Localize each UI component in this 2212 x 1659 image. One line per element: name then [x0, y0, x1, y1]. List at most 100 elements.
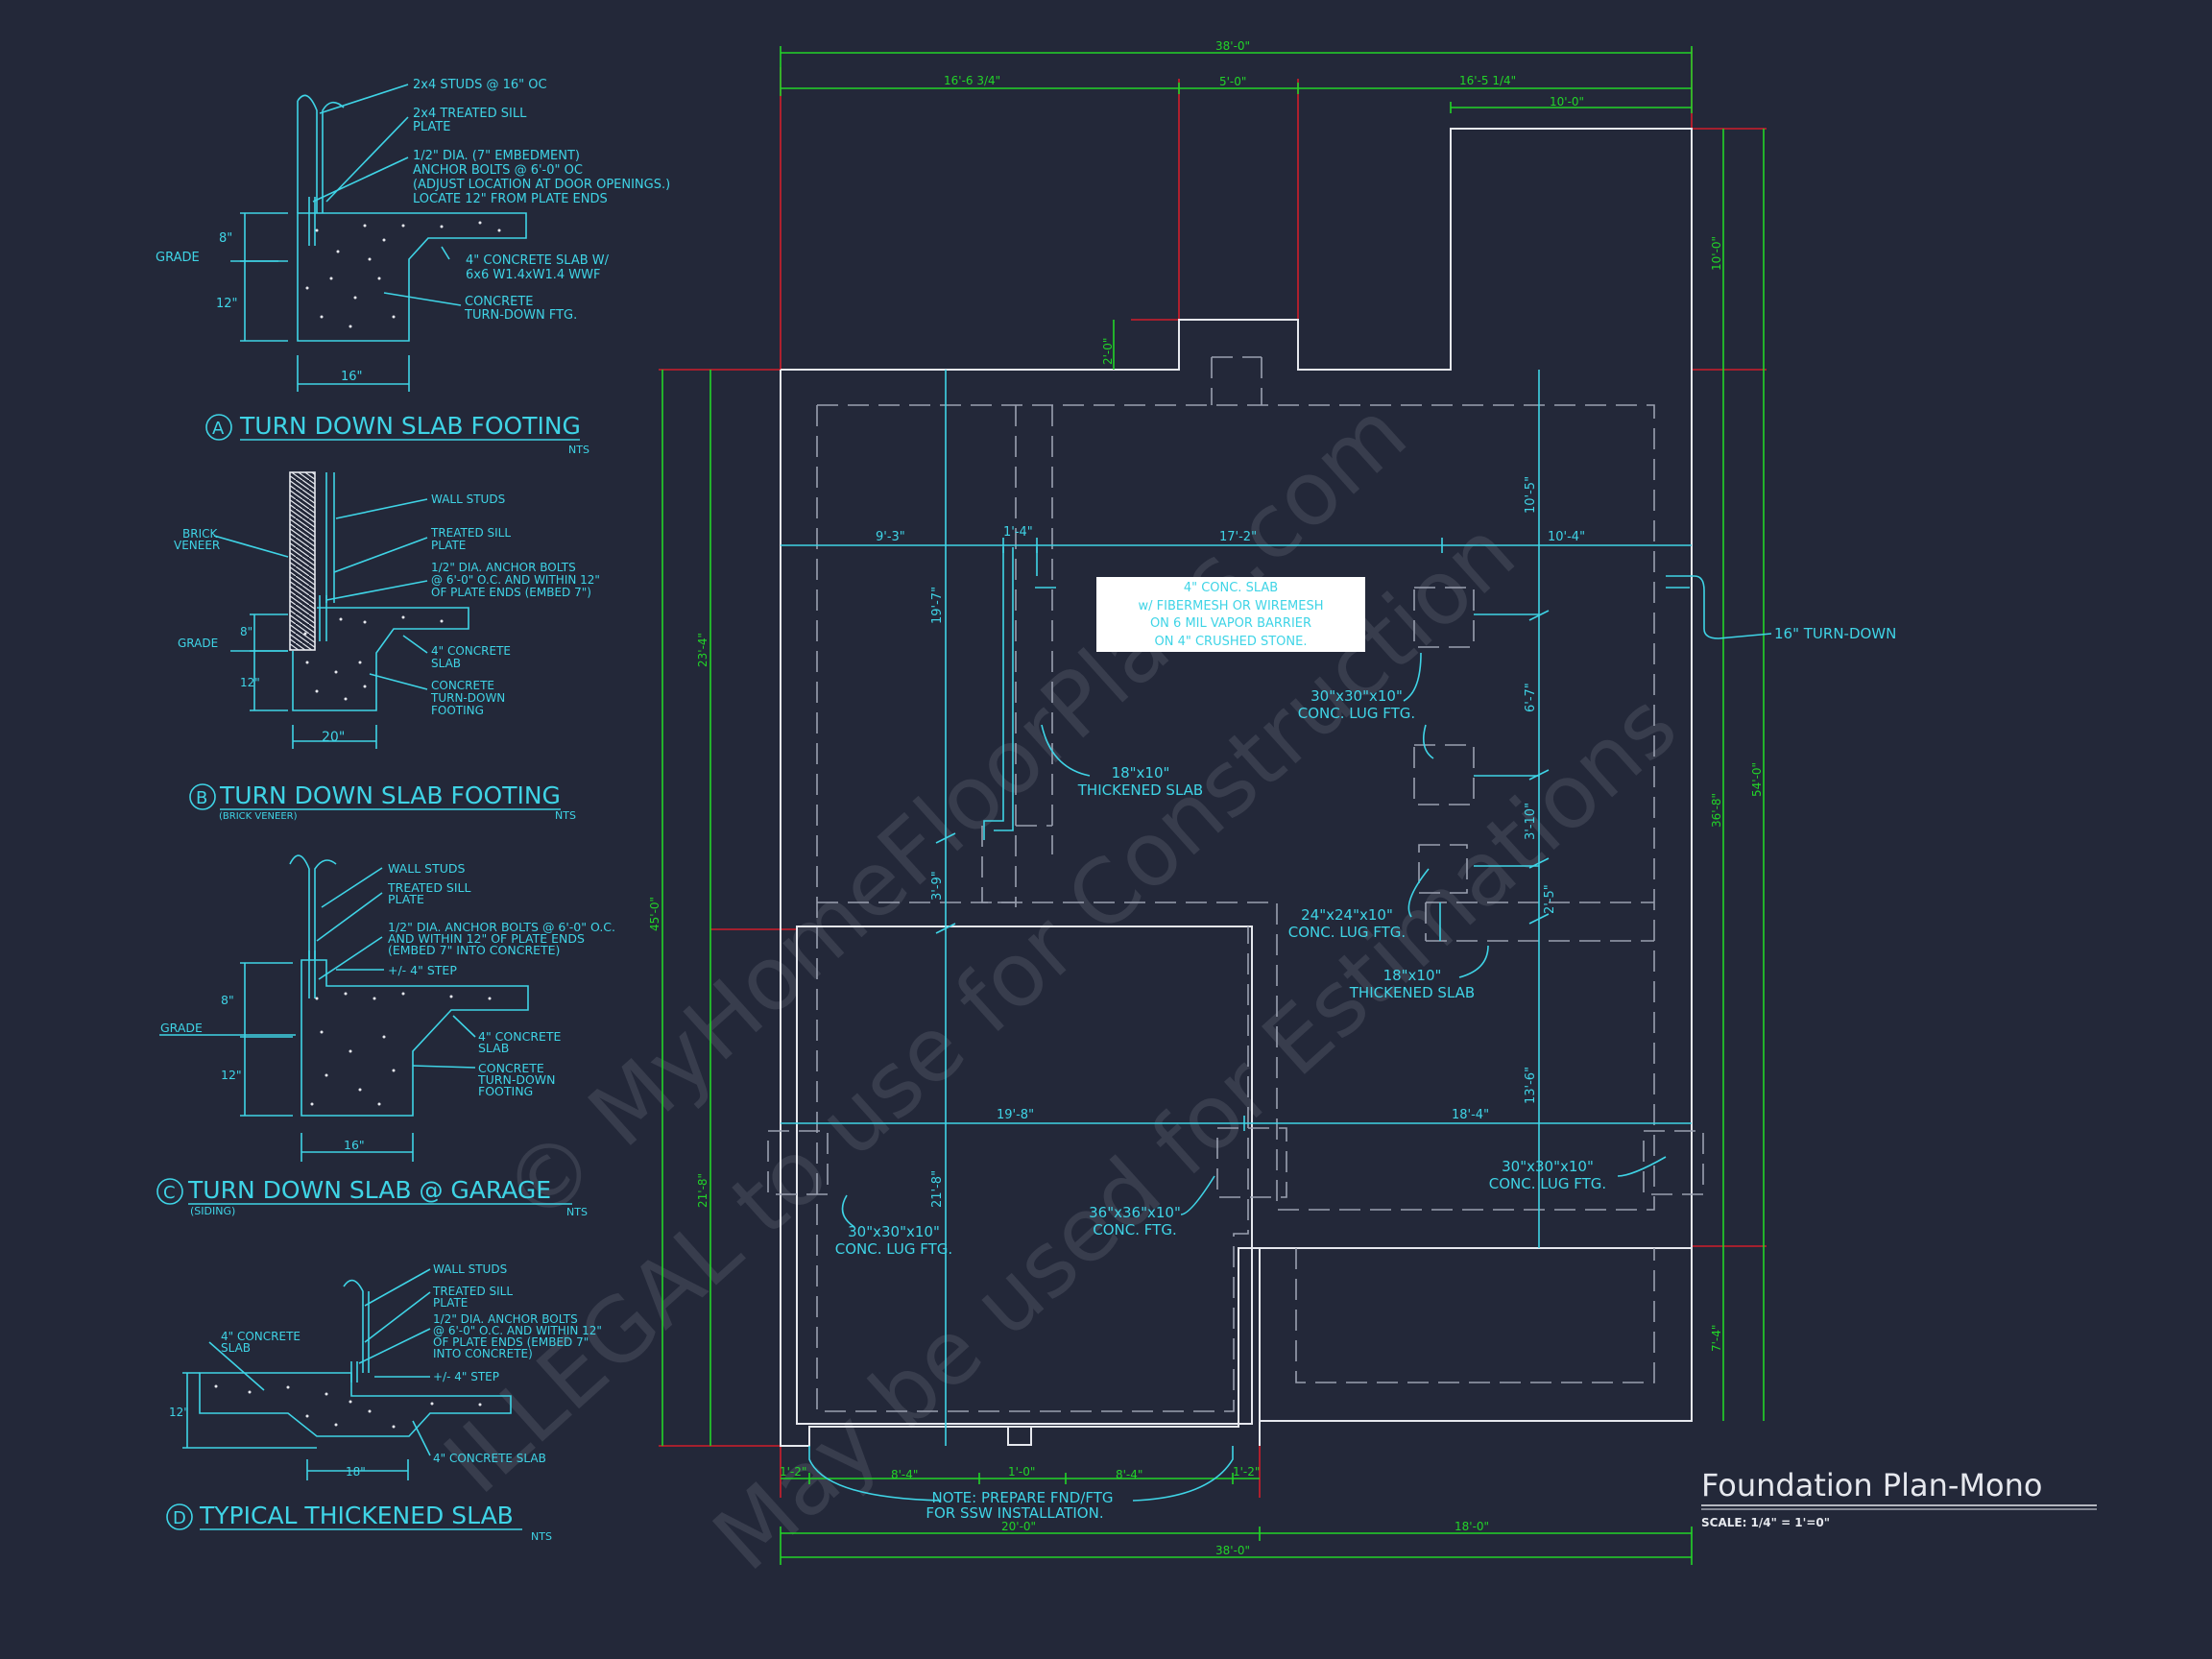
- lug-1-label: CONC. LUG FTG.: [1298, 705, 1415, 722]
- detail-a-letter: A: [212, 419, 225, 439]
- detail-b-note-bolt-1: 1/2" DIA. ANCHOR BOLTS: [431, 561, 576, 574]
- dim-bot-a: 20'-0": [1001, 1520, 1036, 1533]
- dim-right-b: 36'-8": [1710, 793, 1723, 828]
- detail-b-grade: GRADE: [178, 637, 218, 650]
- detail-c-title-text: TURN DOWN SLAB @ GARAGE: [187, 1176, 551, 1204]
- detail-d-letter: D: [173, 1508, 186, 1528]
- dim-h2: 1'-4": [1003, 525, 1033, 540]
- dim-bot-s5: 1'-2": [1233, 1465, 1260, 1479]
- lug-2-size: 24"x24"x10": [1301, 906, 1393, 924]
- dim-v1: 19'-7": [930, 587, 945, 624]
- dim-h4: 10'-4": [1548, 530, 1585, 544]
- detail-a-note-studs: 2x4 STUDS @ 16" OC: [413, 78, 547, 92]
- watermark: © MyHomeFloorPlans.com ILLEGAL to use fo…: [425, 381, 1695, 1590]
- detail-c-note-bolt-2: AND WITHIN 12" OF PLATE ENDS: [388, 931, 585, 946]
- detail-d-note-studs: WALL STUDS: [433, 1262, 507, 1276]
- detail-b-note-ftg-3: FOOTING: [431, 704, 484, 717]
- detail-c-note-ftg-2: TURN-DOWN: [477, 1072, 556, 1087]
- detail-c-nts: NTS: [566, 1206, 588, 1218]
- detail-b-note-slab-1: 4" CONCRETE: [431, 644, 511, 658]
- detail-c-note-slab-1: 4" CONCRETE: [478, 1029, 562, 1044]
- detail-a: [230, 84, 527, 392]
- detail-a-note-bolt-2: ANCHOR BOLTS @ 6'-0" OC: [413, 163, 583, 178]
- slab-note-2: w/ FIBERMESH OR WIREMESH: [1138, 599, 1323, 613]
- ssw-note-1: NOTE: PREPARE FND/FTG: [931, 1489, 1113, 1506]
- detail-c-dim-16: 16": [344, 1138, 365, 1152]
- dim-h3: 17'-2": [1219, 530, 1257, 544]
- detail-d: [182, 1268, 512, 1480]
- detail-a-grade: GRADE: [156, 251, 200, 265]
- dim-top-d: 10'-0": [1550, 95, 1584, 108]
- detail-b-note-slab-2: SLAB: [431, 657, 461, 670]
- slab-note-box: 4" CONC. SLAB w/ FIBERMESH OR WIREMESH O…: [1096, 577, 1365, 652]
- ssw-note-2: FOR SSW INSTALLATION.: [926, 1504, 1103, 1522]
- detail-a-dim-16: 16": [341, 370, 363, 384]
- detail-d-note-sill-2: PLATE: [433, 1296, 468, 1310]
- detail-b-stipple: [303, 615, 444, 701]
- dim-top-a: 16'-6 3/4": [944, 74, 1000, 87]
- detail-b-labels: WALL STUDS TREATED SILL PLATE 1/2" DIA. …: [174, 493, 600, 745]
- dim-h5: 19'-8": [997, 1108, 1034, 1122]
- detail-a-note-sill-1: 2x4 TREATED SILL: [413, 107, 527, 121]
- detail-c-dim-8: 8": [221, 993, 234, 1007]
- plan-title: Foundation Plan-Mono: [1701, 1467, 2042, 1503]
- detail-a-dim-12: 12": [216, 297, 238, 311]
- slab-note-3: ON 6 MIL VAPOR BARRIER: [1150, 616, 1311, 631]
- plan-scale: SCALE: 1/4" = 1'=0": [1701, 1516, 1830, 1529]
- dim-bot-s4: 8'-4": [1116, 1468, 1142, 1481]
- detail-a-note-bolt-1: 1/2" DIA. (7" EMBEDMENT): [413, 149, 580, 163]
- detail-c-labels: WALL STUDS TREATED SILL PLATE 1/2" DIA. …: [160, 861, 615, 1152]
- detail-d-note-slab-left-1: 4" CONCRETE: [221, 1330, 301, 1343]
- detail-a-note-slab-2: 6x6 W1.4xW1.4 WWF: [466, 268, 600, 282]
- dim-left-a: 23'-4": [696, 633, 709, 667]
- detail-b-subtitle: (BRICK VENEER): [219, 811, 298, 822]
- detail-c-stipple: [310, 992, 492, 1106]
- dim-bot-s3: 1'-0": [1008, 1465, 1035, 1479]
- dim-h1: 9'-3": [876, 530, 905, 544]
- dim-v5: 6'-7": [1524, 683, 1538, 712]
- detail-c-note-bolt-1: 1/2" DIA. ANCHOR BOLTS @ 6'-0" O.C.: [388, 920, 615, 934]
- detail-a-note-slab-1: 4" CONCRETE SLAB W/: [466, 253, 610, 268]
- thick-slab-1-label: THICKENED SLAB: [1077, 781, 1203, 799]
- detail-c-title: C TURN DOWN SLAB @ GARAGE (SIDING) NTS: [156, 1176, 588, 1218]
- dim-top-c: 16'-5 1/4": [1459, 74, 1516, 87]
- detail-d-dim-12: 12": [169, 1406, 189, 1419]
- detail-d-labels: WALL STUDS TREATED SILL PLATE 1/2" DIA. …: [169, 1262, 602, 1479]
- dim-bot-s1: 1'-2": [780, 1465, 806, 1479]
- detail-d-note-bolt-1: 1/2" DIA. ANCHOR BOLTS: [433, 1312, 578, 1326]
- detail-b-brick-2: VENEER: [174, 539, 220, 552]
- thick-slab-1-size: 18"x10": [1112, 764, 1170, 781]
- dim-h6: 18'-4": [1452, 1108, 1489, 1122]
- slab-note-4: ON 4" CRUSHED STONE.: [1155, 635, 1308, 649]
- lug-3-label: CONC. LUG FTG.: [835, 1240, 952, 1258]
- dim-left-c: 2'-0": [1101, 338, 1115, 365]
- slab-note-1: 4" CONC. SLAB: [1184, 581, 1278, 595]
- detail-b-note-sill-2: PLATE: [431, 539, 466, 552]
- lug-3-size: 30"x30"x10": [848, 1223, 940, 1240]
- detail-d-nts: NTS: [531, 1530, 552, 1543]
- detail-b: [213, 471, 469, 749]
- dim-bot-s2: 8'-4": [891, 1468, 918, 1481]
- detail-a-labels: 2x4 STUDS @ 16" OC 2x4 TREATED SILL PLAT…: [156, 78, 670, 384]
- detail-d-note-slab-left-2: SLAB: [221, 1341, 251, 1355]
- dim-right-a: 10'-0": [1710, 236, 1723, 271]
- detail-a-note-bolt-3: (ADJUST LOCATION AT DOOR OPENINGS.): [413, 178, 670, 192]
- dim-right-total: 54'-0": [1750, 762, 1764, 797]
- ftg-36-label: CONC. FTG.: [1093, 1221, 1176, 1238]
- dim-right-c: 7'-4": [1710, 1325, 1723, 1352]
- dim-bot-total: 38'-0": [1215, 1544, 1250, 1557]
- detail-b-note-ftg-2: TURN-DOWN: [430, 691, 505, 705]
- detail-b-letter: B: [196, 788, 207, 808]
- plan-green-dim-labels: 38'-0" 16'-6 3/4" 5'-0" 16'-5 1/4" 10'-0…: [648, 39, 1764, 1557]
- brick-veneer: [289, 471, 316, 651]
- detail-d-note-slab-right: 4" CONCRETE SLAB: [433, 1452, 546, 1465]
- detail-c-subtitle: (SIDING): [190, 1205, 235, 1217]
- plan-green-dims: [661, 46, 1765, 1565]
- detail-a-note-bolt-4: LOCATE 12" FROM PLATE ENDS: [413, 192, 608, 206]
- lug-4-size: 30"x30"x10": [1502, 1158, 1594, 1175]
- detail-a-title: A TURN DOWN SLAB FOOTING NTS: [205, 412, 589, 456]
- dim-v2: 3'-9": [930, 871, 945, 901]
- detail-b-brick-1: BRICK: [182, 527, 218, 541]
- detail-d-dim-18: 18": [346, 1465, 366, 1479]
